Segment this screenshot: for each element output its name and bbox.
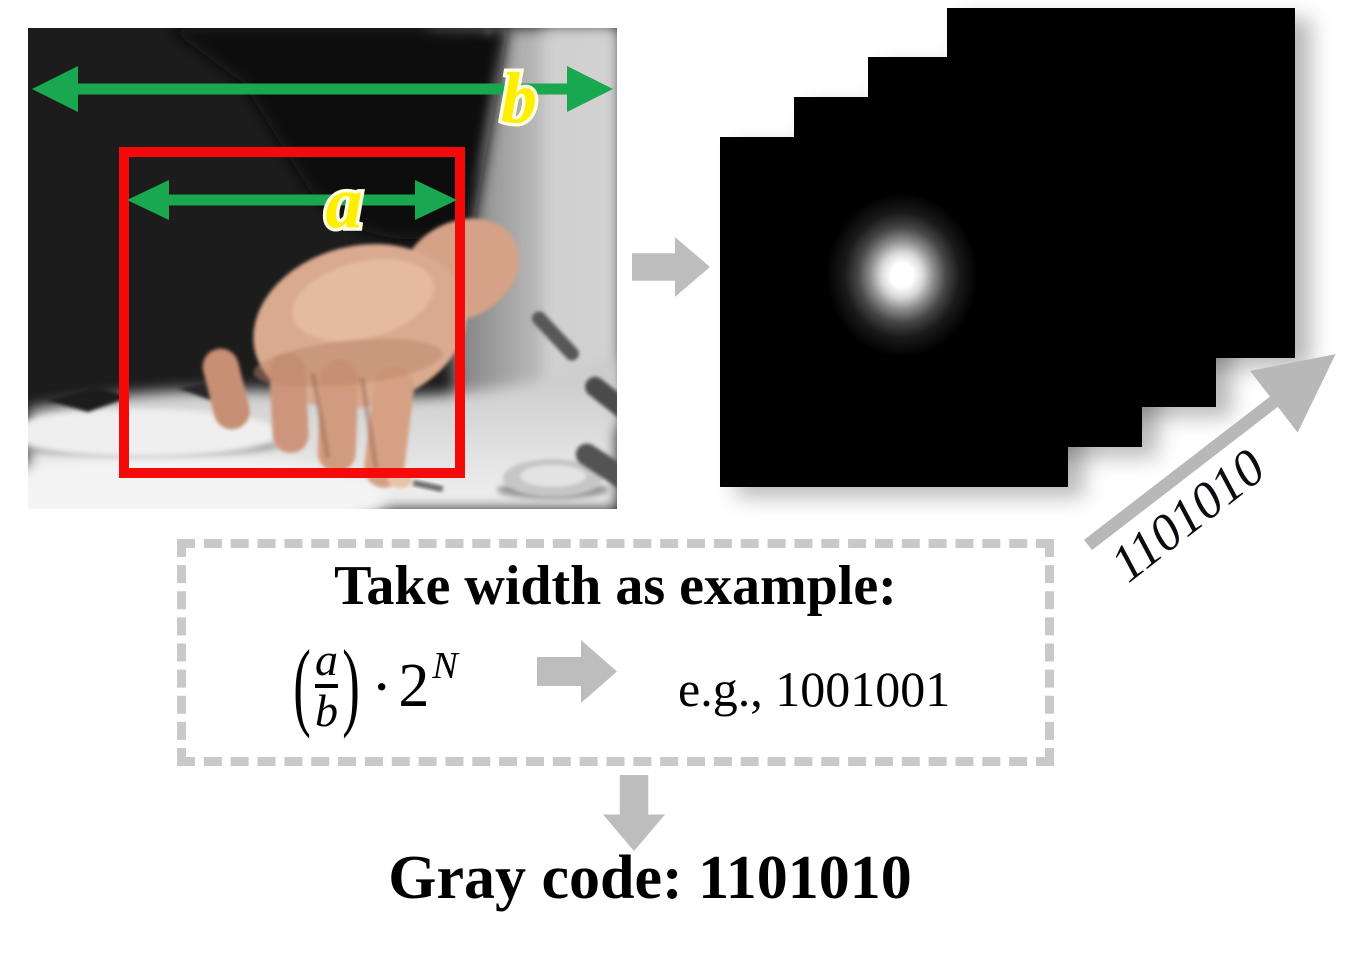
example-arrow-icon <box>537 640 617 703</box>
formula-exponent: N <box>432 645 458 687</box>
label-outer-width: b <box>501 58 537 138</box>
example-value: e.g., 1001001 <box>678 661 951 717</box>
width-arrow-outer-icon <box>32 66 613 112</box>
gaussian-heatmap-blob <box>822 195 982 355</box>
photo-panel: b a <box>28 28 617 509</box>
dinner-table-photo: b a <box>28 28 617 509</box>
stack-layer-1 <box>720 137 1068 487</box>
gray-code-result: Gray code: 1101010 <box>388 844 912 912</box>
formula-title: Take width as example: <box>334 555 897 617</box>
formula-denominator: b <box>314 684 338 736</box>
flow-down-arrow-icon <box>603 775 665 851</box>
formula-expression: ( a b ) · 2 N <box>291 630 458 740</box>
bounding-box <box>119 147 465 478</box>
flow-right-arrow-icon <box>632 237 710 297</box>
formula-numerator: a <box>314 634 338 686</box>
label-inner-width: a <box>326 162 363 244</box>
plate-shape <box>28 409 278 457</box>
formula-paren-close: ) <box>342 630 360 740</box>
width-arrow-inner-icon <box>127 180 457 220</box>
bit-axis-arrow-icon <box>1084 354 1336 551</box>
napkin-roll-shape <box>585 376 617 436</box>
formula-fraction: a b <box>314 634 338 736</box>
formula-box: Take width as example: ( a b ) · 2 N e.g… <box>177 539 1054 766</box>
formula-paren-open: ( <box>293 630 311 740</box>
formula-base: 2 <box>398 652 430 720</box>
formula-operator: · <box>373 660 390 712</box>
pinched-item-shape <box>412 479 444 493</box>
hand-shape <box>202 218 520 488</box>
